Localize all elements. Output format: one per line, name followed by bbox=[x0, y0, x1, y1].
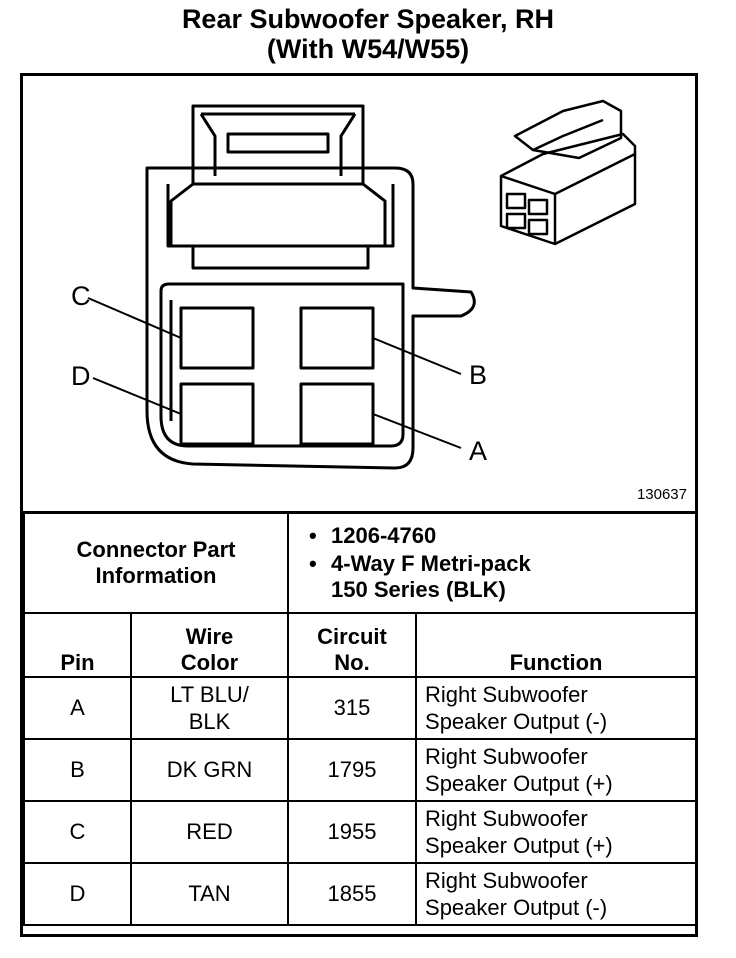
connector-info-label-line2: Information bbox=[95, 563, 217, 588]
table-row: C RED 1955 Right Subwoofer Speaker Outpu… bbox=[23, 800, 698, 864]
header-pin-text: Pin bbox=[60, 650, 95, 675]
header-wire-color-line2: Color bbox=[180, 650, 239, 675]
connector-type-line1: 4-Way F Metri-pack bbox=[331, 551, 531, 576]
connector-pinout-table: Connector Part Information 1206-4760 4-W… bbox=[22, 511, 698, 926]
figure-code: 130637 bbox=[636, 486, 687, 503]
title-line-2: (With W54/W55) bbox=[266, 34, 470, 64]
header-function: Function bbox=[415, 612, 698, 678]
callout-d: D bbox=[71, 361, 91, 391]
circuit-cell: 1855 bbox=[287, 862, 418, 926]
wire-color-line1: LT BLU/ bbox=[170, 682, 249, 707]
header-circuit: Circuit No. bbox=[287, 612, 418, 678]
connector-figure: C D B A 130637 bbox=[23, 76, 695, 511]
function-line2: Speaker Output (-) bbox=[425, 895, 608, 920]
circuit-cell: 315 bbox=[287, 676, 418, 740]
pin-cell: D bbox=[23, 862, 132, 926]
wire-color-cell: RED bbox=[129, 800, 290, 864]
function-line1: Right Subwoofer bbox=[425, 868, 588, 893]
connector-face-drawing bbox=[87, 99, 637, 470]
callout-c: C bbox=[71, 281, 91, 311]
connector-type-line2: 150 Series (BLK) bbox=[331, 577, 506, 602]
title-line-1: Rear Subwoofer Speaker, RH bbox=[181, 4, 555, 34]
header-pin: Pin bbox=[23, 612, 132, 678]
header-wire-color: Wire Color bbox=[129, 612, 290, 678]
function-line1: Right Subwoofer bbox=[425, 682, 588, 707]
part-number-item: 1206-4760 bbox=[309, 523, 687, 549]
table-row: B DK GRN 1795 Right Subwoofer Speaker Ou… bbox=[23, 738, 698, 802]
pin-cell: A bbox=[23, 676, 132, 740]
circuit-cell: 1795 bbox=[287, 738, 418, 802]
header-circuit-line2: No. bbox=[334, 650, 370, 675]
header-function-text: Function bbox=[509, 650, 603, 675]
wire-color-cell: DK GRN bbox=[129, 738, 290, 802]
part-number: 1206-4760 bbox=[331, 523, 437, 548]
connector-info-row: Connector Part Information 1206-4760 4-W… bbox=[22, 511, 698, 614]
function-line2: Speaker Output (-) bbox=[425, 709, 608, 734]
connector-info-label-line1: Connector Part bbox=[76, 537, 236, 562]
table-header-row: Pin Wire Color Circuit No. Function bbox=[23, 612, 698, 678]
function-cell: Right Subwoofer Speaker Output (+) bbox=[415, 738, 698, 802]
function-cell: Right Subwoofer Speaker Output (-) bbox=[415, 676, 698, 740]
pin-cell: B bbox=[23, 738, 132, 802]
function-line2: Speaker Output (+) bbox=[425, 833, 613, 858]
function-cell: Right Subwoofer Speaker Output (-) bbox=[415, 862, 698, 926]
connector-info-values: 1206-4760 4-Way F Metri-pack 150 Series … bbox=[287, 511, 698, 614]
diagram-frame: C D B A 130637 Connector Part Informatio… bbox=[20, 73, 698, 937]
header-circuit-line1: Circuit bbox=[317, 624, 387, 649]
table-row: A LT BLU/ BLK 315 Right Subwoofer Speake… bbox=[23, 676, 698, 740]
function-cell: Right Subwoofer Speaker Output (+) bbox=[415, 800, 698, 864]
connector-info-label: Connector Part Information bbox=[22, 511, 290, 614]
header-wire-color-line1: Wire bbox=[185, 624, 234, 649]
circuit-cell: 1955 bbox=[287, 800, 418, 864]
wire-color-cell: TAN bbox=[129, 862, 290, 926]
diagram-title: Rear Subwoofer Speaker, RH (With W54/W55… bbox=[0, 4, 736, 64]
function-line2: Speaker Output (+) bbox=[425, 771, 613, 796]
callout-a: A bbox=[469, 436, 488, 466]
function-line1: Right Subwoofer bbox=[425, 806, 588, 831]
table-row: D TAN 1855 Right Subwoofer Speaker Outpu… bbox=[23, 862, 698, 926]
wire-color-cell: LT BLU/ BLK bbox=[129, 676, 290, 740]
wire-color-line2: BLK bbox=[188, 709, 231, 734]
callout-b: B bbox=[469, 360, 488, 390]
connector-type-item: 4-Way F Metri-pack 150 Series (BLK) bbox=[309, 551, 687, 603]
pin-cell: C bbox=[23, 800, 132, 864]
function-line1: Right Subwoofer bbox=[425, 744, 588, 769]
